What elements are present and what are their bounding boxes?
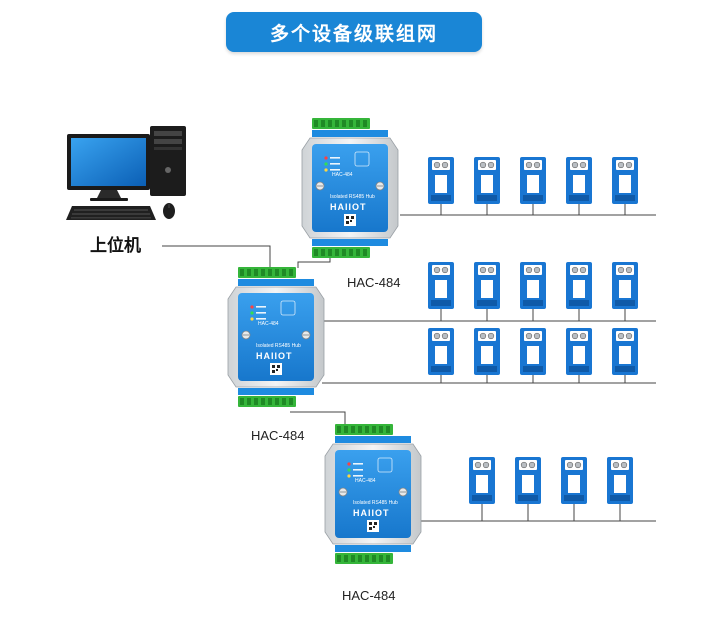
hub-panel-model: HAC-484 <box>355 478 376 484</box>
sensor-module-icon <box>565 261 593 310</box>
diagram-title: 多个设备级联组网 <box>269 22 438 45</box>
hub-panel-model: HAC-484 <box>258 321 279 327</box>
sensor-module-icon <box>473 327 501 376</box>
sensor-module-icon <box>519 156 547 205</box>
hub-device-top: HAC-484 Isolated RS485 Hub HAIIOT <box>302 118 398 258</box>
hub-panel-subtitle: Isolated RS485 Hub <box>256 343 301 349</box>
hub-panel-brand: HAIIOT <box>353 508 390 518</box>
mouse-icon <box>163 203 175 219</box>
hub-panel-brand: HAIIOT <box>330 202 367 212</box>
sensor-module-icon <box>606 456 634 505</box>
sensor-module-icon <box>519 261 547 310</box>
hub-label-bottom: HAC-484 <box>342 588 395 603</box>
sensor-module-icon <box>611 156 639 205</box>
host-computer: 上位机 <box>66 126 186 256</box>
hub-panel-brand: HAIIOT <box>256 351 293 361</box>
sensor-module-icon <box>565 327 593 376</box>
sensor-module-icon <box>473 156 501 205</box>
title-banner: 多个设备级联组网 <box>226 12 482 52</box>
keyboard-icon <box>66 206 156 220</box>
sensor-modules <box>427 156 639 521</box>
hub-device-bottom: HAC-484 Isolated RS485 Hub HAIIOT <box>325 424 421 564</box>
desktop-computer-icon <box>67 126 186 201</box>
hub-panel-subtitle: Isolated RS485 Hub <box>330 194 375 200</box>
sensor-module-icon <box>427 156 455 205</box>
sensor-module-icon <box>473 261 501 310</box>
sensor-module-icon <box>611 261 639 310</box>
hub-label-top: HAC-484 <box>347 275 400 290</box>
sensor-module-icon <box>427 327 455 376</box>
sensor-module-icon <box>468 456 496 505</box>
hub-device-middle: HAC-484 Isolated RS485 Hub HAIIOT <box>228 267 324 407</box>
sensor-module-icon <box>427 261 455 310</box>
wiring <box>162 214 656 522</box>
sensor-module-icon <box>611 327 639 376</box>
sensor-module-icon <box>514 456 542 505</box>
sensor-module-icon <box>565 156 593 205</box>
hub-label-middle: HAC-484 <box>251 428 304 443</box>
hub-panel-subtitle: Isolated RS485 Hub <box>353 500 398 506</box>
sensor-module-icon <box>560 456 588 505</box>
host-label: 上位机 <box>90 235 141 256</box>
hub-panel-model: HAC-484 <box>332 172 353 178</box>
sensor-module-icon <box>519 327 547 376</box>
